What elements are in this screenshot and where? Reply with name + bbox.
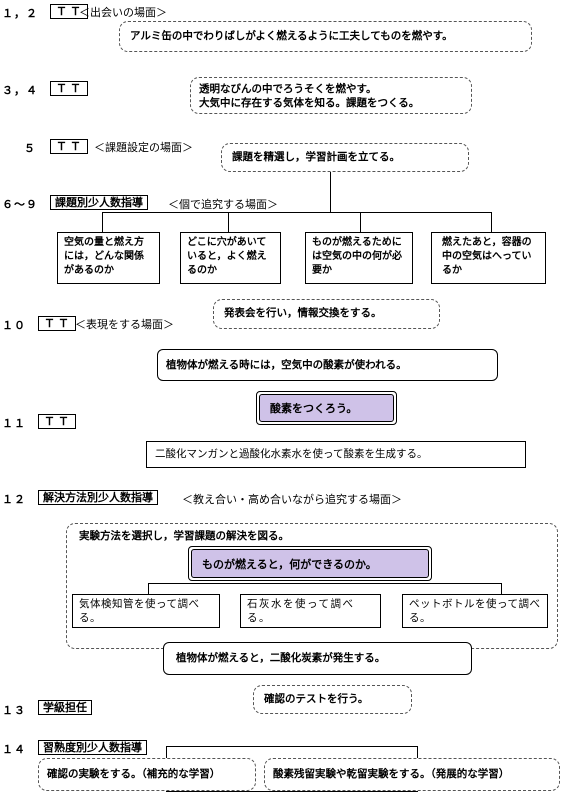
box-generate-oxygen: 二酸化マンガンと過酸化水素水を使って酸素を生成する。 bbox=[146, 441, 526, 468]
box-candle-jar: 透明なびんの中でろうそくを燃やす。 大気中に存在する気体を知る。課題をつくる。 bbox=[190, 77, 472, 114]
tag-method-group: 解決方法別少人数指導 bbox=[38, 490, 158, 505]
step-number-10: １０ bbox=[2, 319, 26, 332]
connector-branch-3 bbox=[360, 212, 361, 232]
step-number-14: １４ bbox=[2, 743, 26, 756]
question-hole-position: どこに穴があいていると，よく燃えるのか bbox=[180, 232, 281, 284]
connector-vertical bbox=[330, 172, 331, 212]
box-supplementary: 確認の実験をする。（補充的な学習） bbox=[38, 758, 256, 791]
scene-label-expression: ＜表現をする場面＞ bbox=[75, 318, 174, 331]
scene-label-individual: ＜個で追究する場面＞ bbox=[168, 198, 278, 211]
method-pet-bottle: ペットボトルを使って調べる。 bbox=[402, 594, 548, 628]
tag-homeroom-teacher: 学級担任 bbox=[38, 700, 92, 715]
box-co2-produced: 植物体が燃えると，二酸化炭素が発生する。 bbox=[163, 642, 472, 675]
tt-tag-3-4: ＴＴ bbox=[50, 81, 88, 96]
tt-tag-5: ＴＴ bbox=[50, 139, 88, 154]
box-learning-plan: 課題を精選し，学習計画を立てる。 bbox=[221, 143, 469, 172]
step-number-3-4: ３，４ bbox=[2, 84, 38, 97]
step-number-5: ５ bbox=[24, 142, 36, 155]
box-what-is-produced: ものが燃えると，何ができるのか。 bbox=[188, 546, 432, 581]
box-what-is-produced-label: ものが燃えると，何ができるのか。 bbox=[191, 549, 429, 578]
connector-14-left bbox=[166, 746, 167, 758]
connector-horizontal bbox=[102, 212, 492, 213]
method-limewater: 石灰水を使って調べる。 bbox=[240, 594, 381, 628]
tag-task-group: 課題別少人数指導 bbox=[50, 195, 148, 210]
box-select-method: 実験方法を選択し，学習課題の解決を図る。 bbox=[79, 530, 289, 542]
connector-branch-2 bbox=[228, 212, 229, 232]
connector-methods-horizontal bbox=[148, 583, 502, 584]
connector-14-bottom bbox=[166, 791, 418, 792]
tt-tag-1-2: ＴＴ bbox=[50, 4, 88, 19]
group-experiment-methods: 実験方法を選択し，学習課題の解決を図る。 bbox=[66, 523, 558, 649]
step-number-13: １３ bbox=[2, 704, 26, 717]
connector-14-right bbox=[417, 746, 418, 758]
tt-tag-10: ＴＴ bbox=[38, 316, 76, 331]
tag-proficiency-group: 習熟度別少人数指導 bbox=[38, 740, 147, 755]
question-air-amount: 空気の量と燃え方には，どんな関係があるのか bbox=[57, 232, 160, 284]
box-oxygen-used: 植物体が燃える時には，空気中の酸素が使われる。 bbox=[157, 349, 498, 381]
box-make-oxygen-label: 酸素をつくろう。 bbox=[259, 394, 394, 422]
connector-branch-1 bbox=[102, 212, 103, 232]
box-aluminum-can: アルミ缶の中でわりばしがよく燃えるように工夫してものを燃やす。 bbox=[119, 21, 532, 52]
step-number-6-9: ６～９ bbox=[2, 198, 38, 211]
scene-label-encounter: ＜出会いの場面＞ bbox=[79, 6, 167, 19]
method-gas-detector: 気体検知管を使って調べる。 bbox=[72, 594, 220, 628]
step-number-1-2: １，２ bbox=[2, 7, 38, 20]
step-number-11: １１ bbox=[2, 417, 26, 430]
box-candle-jar-line1: 透明なびんの中でろうそくを燃やす。 bbox=[199, 83, 377, 95]
connector-method-3 bbox=[501, 583, 502, 594]
box-presentation: 発表会を行い，情報交換をする。 bbox=[213, 299, 440, 329]
step-number-12: １２ bbox=[2, 493, 26, 506]
tt-tag-11: ＴＴ bbox=[38, 414, 76, 429]
question-needed-gas: ものが燃えるためには空気の中の何が必要か bbox=[305, 232, 413, 284]
box-candle-jar-line2: 大気中に存在する気体を知る。課題をつくる。 bbox=[199, 97, 420, 109]
box-make-oxygen: 酸素をつくろう。 bbox=[256, 391, 397, 425]
question-air-decrease: 燃えたあと，容器の中の空気はへっているか bbox=[431, 232, 546, 284]
connector-branch-4 bbox=[491, 212, 492, 232]
connector-method-1 bbox=[148, 583, 149, 594]
connector-14-top bbox=[166, 746, 418, 747]
box-confirmation-test: 確認のテストを行う。 bbox=[253, 685, 412, 714]
box-advanced: 酸素残留実験や乾留実験をする。（発展的な学習） bbox=[264, 758, 560, 791]
scene-label-cooperative: ＜教え合い・高め合いながら追究する場面＞ bbox=[182, 493, 402, 506]
scene-label-task-setting: ＜課題設定の場面＞ bbox=[94, 141, 193, 154]
